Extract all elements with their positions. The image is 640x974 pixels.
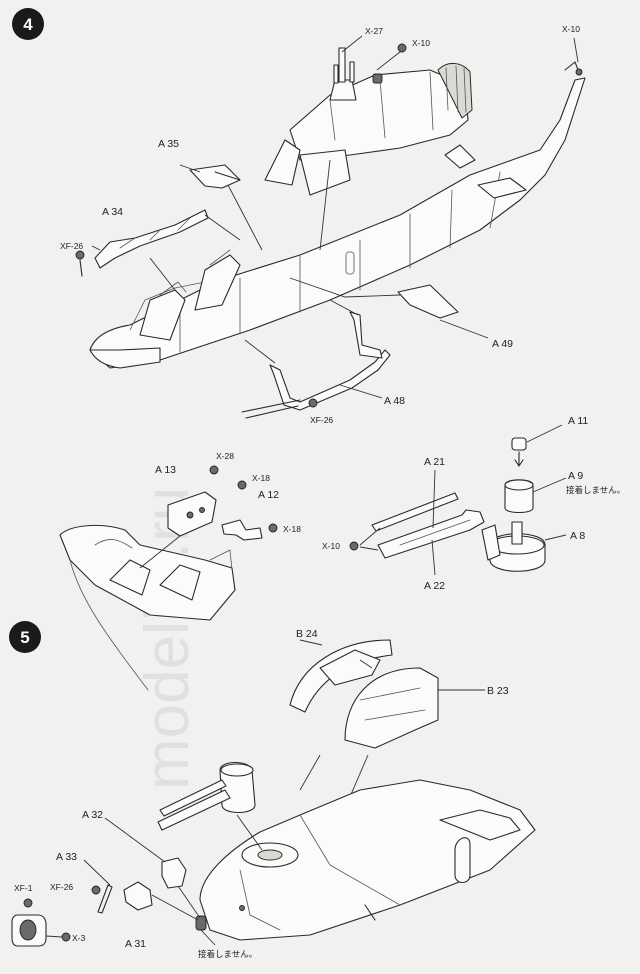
label-a13: A 13 [155,464,176,476]
label-a34: A 34 [102,206,123,218]
label-x18-a: X-18 [252,473,270,483]
cockpit-detail [59,465,278,691]
turret-labels: A 11 A 9 接着しません。 A 8 [566,415,625,542]
engine-assembly [264,47,473,196]
note-a9: 接着しません。 [566,485,625,496]
label-x27: X-27 [365,26,383,36]
label-a22: A 22 [424,580,445,592]
label-a11: A 11 [568,415,588,427]
label-a8: A 8 [570,530,585,542]
label-x10-gun: X-10 [322,541,340,551]
turret-parts [481,424,567,572]
label-b23: B 23 [487,685,509,697]
cockpit-labels: A 13 X-28 X-18 A 12 X-18 [155,451,301,534]
fuselage-drawing [89,61,586,369]
label-x10-top: X-10 [412,38,430,48]
canopy-parts [289,639,485,821]
label-a32: A 32 [82,809,103,821]
label-a49: A 49 [492,338,513,350]
label-x10-tail: X-10 [562,24,580,34]
gun-labels: A 21 A 22 X-10 [322,456,445,592]
note-bottom: 接着しません。 [198,949,257,960]
label-a12: A 12 [258,489,279,501]
label-x3: X-3 [72,933,86,943]
label-a21: A 21 [424,456,445,468]
label-a35: A 35 [158,138,179,150]
label-xf26-left: XF-26 [60,241,83,251]
label-x28: X-28 [216,451,234,461]
step-5-number: 5 [20,628,29,647]
step-5-labels: A 32 A 33 XF-26 XF-1 X-3 A 31 接着しません。 [14,809,257,960]
step-4-number: 4 [23,15,33,34]
parts-a34-a35-a48-a49 [75,164,459,419]
nose-assembly [157,761,536,941]
step-5-badge: 5 [9,621,41,653]
watermark: modelist.ru [133,487,202,790]
label-xf26-s5: XF-26 [50,882,73,892]
step-4-badge: 4 [12,8,44,40]
label-xf26-skid: XF-26 [310,415,333,425]
label-xf1: XF-1 [14,883,33,893]
label-x18-b: X-18 [283,524,301,534]
paint-dot-x10-top [397,43,407,53]
label-a9: A 9 [568,470,583,482]
step-4-leaders [91,35,579,399]
watermark-text: modelist.ru [133,487,202,790]
label-a33: A 33 [56,851,77,863]
label-a48: A 48 [384,395,405,407]
nose-small-parts [11,817,216,947]
label-a31: A 31 [125,938,146,950]
canopy-labels: B 24 B 23 [296,628,509,697]
label-b24: B 24 [296,628,318,640]
gun-parts [349,469,485,576]
step-4-labels: X-27 X-10 X-10 A 35 A 34 XF-26 A 49 A 48… [60,24,580,425]
